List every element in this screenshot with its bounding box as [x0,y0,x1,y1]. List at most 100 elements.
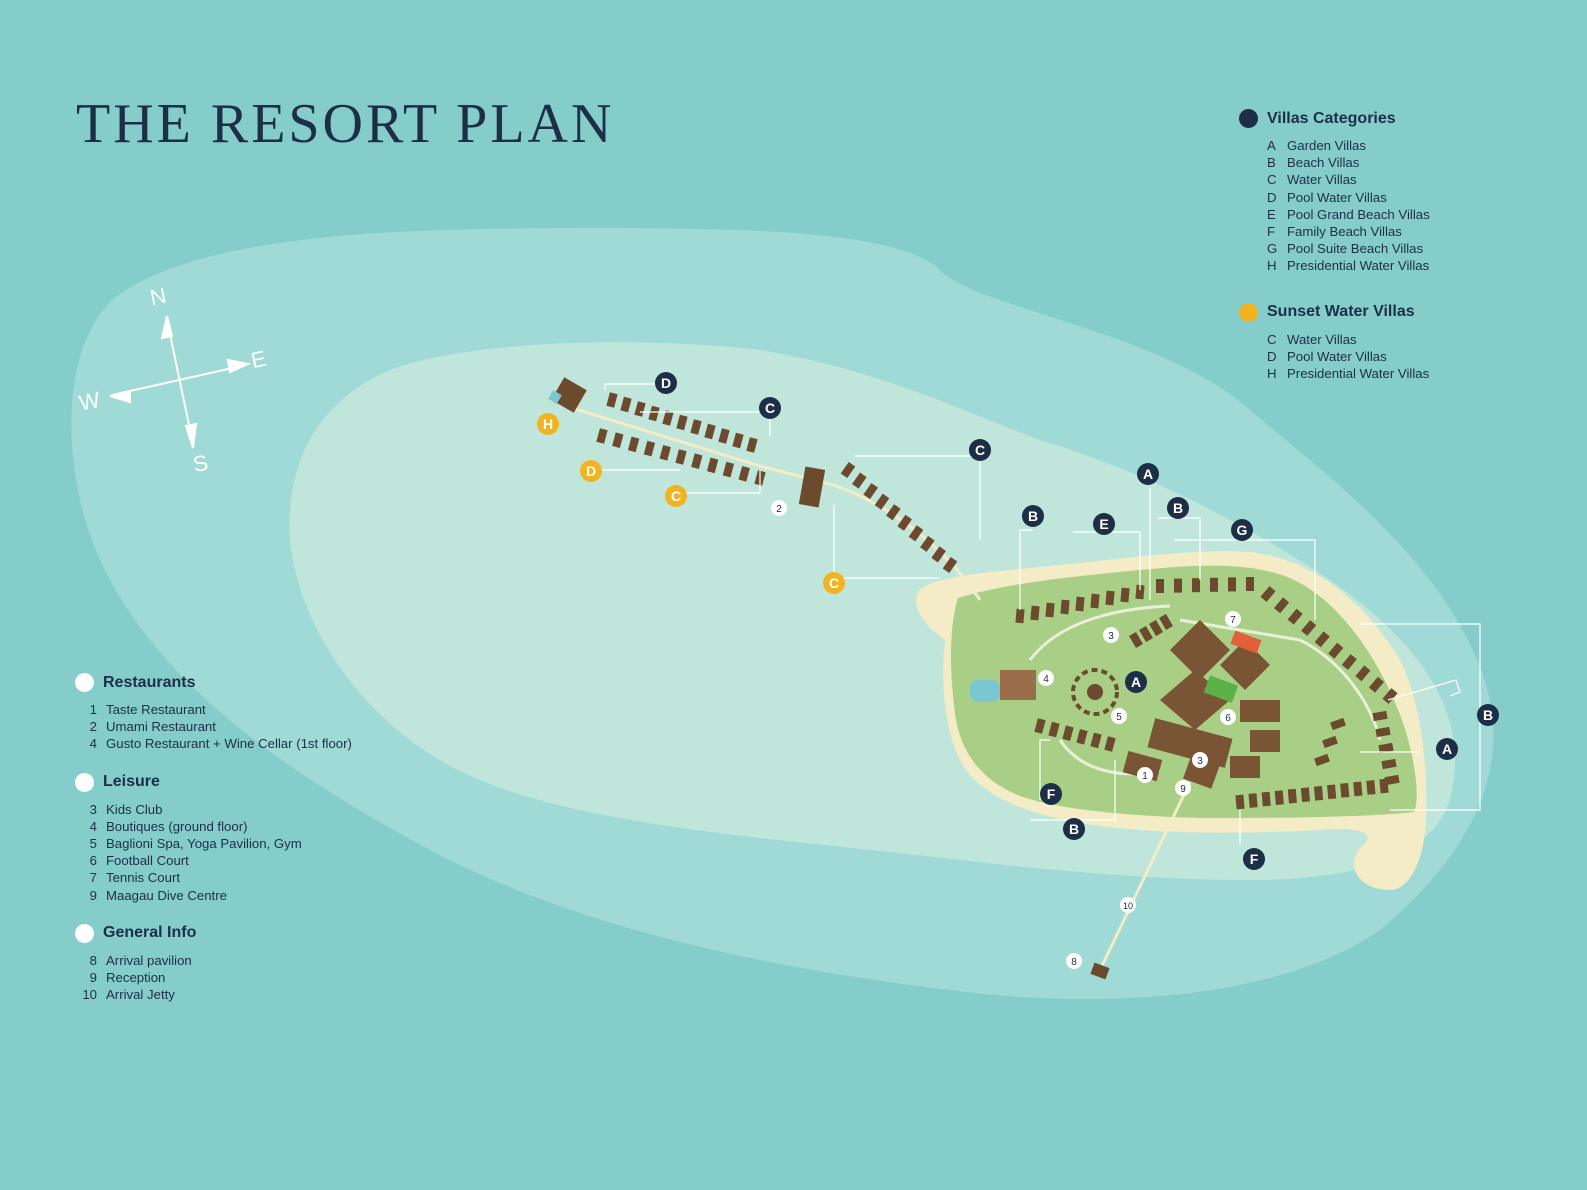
marker-d[interactable]: D [655,372,677,394]
marker-sunset-h[interactable]: H [537,413,559,435]
legend-key: 7 [89,870,97,886]
legend-label: Arrival Jetty [106,987,175,1003]
marker-3[interactable]: 3 [1192,752,1208,768]
arrival-pavilion [1090,962,1110,980]
marker-10[interactable]: 10 [1120,897,1136,913]
marker-b[interactable]: B [1167,497,1189,519]
marker-sunset-c[interactable]: C [823,572,845,594]
legend-key: D [1267,348,1277,364]
legend-key: C [1267,172,1277,188]
villa-hut [908,525,924,542]
presidential-pool [548,390,562,404]
svg-text:C: C [671,488,681,504]
legend-item: E Pool Grand Beach Villas [1267,206,1430,223]
villa-hut [718,428,730,444]
legend-key: E [1267,206,1276,222]
villa-hut [1120,587,1130,603]
villa-hut [1129,631,1143,649]
legend-key: 4 [89,736,97,752]
svg-text:C: C [765,400,775,416]
marker-3[interactable]: 3 [1103,627,1119,643]
svg-text:4: 4 [1043,674,1049,685]
marker-sunset-c[interactable]: C [665,485,687,507]
marker-5[interactable]: 5 [1111,708,1127,724]
central-buildings [1122,620,1280,789]
villa-hut [942,556,958,574]
marker-6[interactable]: 6 [1220,709,1236,725]
villa-hut [1313,785,1324,801]
marker-f[interactable]: F [1243,848,1265,870]
villa-hut [1104,736,1116,752]
marker-a[interactable]: A [1137,463,1159,485]
legend-label: Pool Water Villas [1287,348,1387,364]
villa-hut [648,405,660,422]
marker-1[interactable]: 1 [1137,767,1153,783]
legend-label: Football Court [106,853,189,869]
legend-key: 3 [89,801,97,817]
gusto-pool [970,680,1000,702]
villa-hut [691,453,703,469]
marker-9[interactable]: 9 [1175,780,1191,796]
spa-pavilion [1071,668,1119,716]
marker-c[interactable]: C [969,439,991,461]
villa-hut [634,401,646,417]
villa-hut [1159,613,1173,631]
villa-hut [627,436,640,453]
villa-hut [1274,790,1284,805]
marker-b[interactable]: B [1063,818,1085,840]
marker-b[interactable]: B [1022,505,1044,527]
marker-c[interactable]: C [759,397,781,419]
legend-label: Pool Grand Beach Villas [1287,206,1430,222]
svg-text:B: B [1069,821,1079,837]
legend-label: Umami Restaurant [106,719,216,735]
svg-text:D: D [586,463,596,479]
marker-4[interactable]: 4 [1038,670,1054,686]
villa-hut [1090,732,1102,749]
marker-sunset-d[interactable]: D [580,460,602,482]
villa-hut [1375,726,1391,738]
villa-hut [1139,625,1153,643]
villa-hut [1060,599,1070,615]
svg-text:A: A [1131,674,1141,690]
marker-2[interactable]: 2 [771,500,787,516]
marker-e[interactable]: E [1093,513,1115,535]
restaurants-heading: Restaurants [75,673,352,692]
marker-a[interactable]: A [1436,738,1458,760]
legend-label: Pool Suite Beach Villas [1287,241,1424,257]
villa-hut [620,396,632,413]
svg-text:2: 2 [776,504,782,515]
villa-hut [1328,642,1344,659]
marker-f[interactable]: F [1040,783,1062,805]
svg-text:8: 8 [1071,957,1077,968]
villa-hut [1287,608,1303,625]
marker-b[interactable]: B [1477,704,1499,726]
marker-g[interactable]: G [1231,519,1253,541]
compass-s: S [191,450,211,478]
legend-label: Arrival pavilion [106,952,192,968]
villa-hut [706,457,719,474]
marker-7[interactable]: 7 [1225,611,1241,627]
svg-text:A: A [1143,466,1153,482]
marker-a[interactable]: A [1125,671,1147,693]
legend-label: Maagau Dive Centre [106,887,227,903]
villa-hut [920,535,935,552]
legend-label: Water Villas [1287,172,1357,188]
svg-text:H: H [543,416,553,432]
marker-8[interactable]: 8 [1066,953,1082,969]
